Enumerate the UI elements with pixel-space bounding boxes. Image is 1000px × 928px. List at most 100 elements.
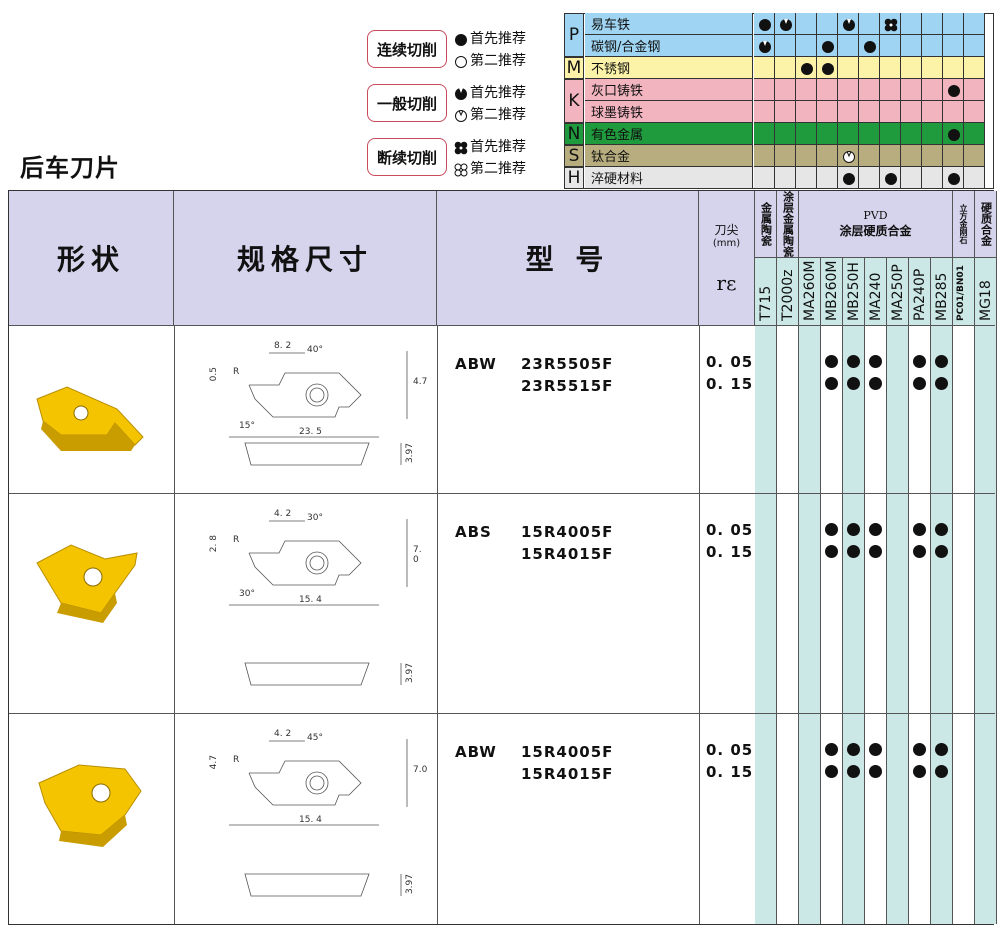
dimension-label: R	[233, 367, 240, 377]
recommendation-dot-icon	[869, 765, 882, 778]
material-cell	[754, 167, 775, 189]
grade-header-cell	[953, 257, 975, 325]
recommendation-dot-icon	[913, 743, 926, 756]
column-divider	[174, 325, 175, 493]
column-divider	[699, 493, 700, 713]
dimension-label: 45°	[307, 733, 323, 743]
legend-general-text: 首先推荐 第二推荐	[454, 82, 526, 126]
material-cell	[922, 35, 943, 57]
material-label: 灰口铸铁	[585, 79, 753, 101]
column-divider	[437, 493, 438, 713]
material-cell	[796, 145, 817, 167]
radius-value: 0. 15	[706, 375, 754, 393]
grade-column	[953, 257, 975, 924]
column-divider	[699, 713, 700, 924]
grade-column	[843, 257, 865, 924]
recommendation-dot-icon	[825, 545, 838, 558]
radius-value: 0. 05	[706, 353, 754, 371]
solid-mark-icon	[821, 61, 835, 75]
clover-icon	[454, 140, 468, 155]
material-cell	[817, 101, 838, 123]
material-cell	[922, 167, 943, 189]
grade-label: MB260M	[824, 260, 840, 321]
grade-label: MA250P	[890, 264, 906, 321]
solid-dot-icon	[454, 32, 468, 46]
dimension-label: 2. 8	[209, 535, 219, 553]
recommendation-dot-icon	[935, 765, 948, 778]
material-cell	[754, 57, 775, 79]
material-cell	[838, 57, 859, 79]
solid-mark-icon	[758, 17, 772, 31]
material-cell	[922, 145, 943, 167]
grade-label: PA240P	[912, 268, 928, 321]
column-divider	[437, 713, 438, 924]
material-cell	[880, 145, 901, 167]
material-cell	[838, 35, 859, 57]
dimension-label: 30°	[307, 513, 323, 523]
material-cell	[922, 101, 943, 123]
material-label: 有色金属	[585, 123, 753, 145]
material-cell	[922, 123, 943, 145]
grade-group-header: 硬质合金	[975, 191, 997, 257]
grade-group-header: 涂层金属陶瓷	[777, 191, 799, 257]
material-cell	[880, 35, 901, 57]
material-cell	[943, 13, 964, 35]
material-cell	[859, 101, 880, 123]
material-cell	[754, 101, 775, 123]
dimension-label: 8. 2	[274, 341, 292, 351]
header-radius: 刀尖 (mm) rε	[699, 191, 755, 325]
notched-hollow-icon	[454, 108, 468, 122]
recommendation-dot-icon	[847, 765, 860, 778]
material-label: 不锈钢	[585, 57, 753, 79]
clover-hollow-icon	[454, 162, 468, 177]
dimension-label: 15. 4	[299, 815, 322, 825]
grade-header-cell	[843, 257, 865, 325]
recommendation-dot-icon	[869, 743, 882, 756]
material-cell	[901, 35, 922, 57]
material-cell	[943, 35, 964, 57]
dimension-label: 40°	[307, 345, 323, 355]
material-cell	[838, 123, 859, 145]
dimension-label: 7.0	[413, 765, 428, 775]
model-prefix: ABW	[455, 355, 497, 373]
dimension-label: 7. 0	[413, 545, 422, 565]
material-cell	[880, 57, 901, 79]
column-divider	[437, 325, 438, 493]
recommendation-dot-icon	[847, 545, 860, 558]
dimension-label: 4. 2	[274, 729, 292, 739]
grade-column	[887, 257, 909, 924]
solid-mark-icon	[821, 39, 835, 53]
grade-header-cell	[909, 257, 931, 325]
clover-mark-icon	[884, 17, 898, 32]
dimension-label: R	[233, 535, 240, 545]
radius-value: 0. 15	[706, 543, 754, 561]
recommendation-dot-icon	[825, 523, 838, 536]
solid-mark-icon	[842, 171, 856, 185]
material-cell	[775, 145, 796, 167]
column-divider	[174, 493, 175, 713]
material-cell	[964, 167, 985, 189]
material-label: 淬硬材料	[585, 167, 753, 189]
material-cell	[754, 145, 775, 167]
grade-group-label: 金属陶瓷	[759, 202, 773, 246]
model-prefix: ABS	[455, 523, 492, 541]
model-code: 15R4015F	[521, 545, 614, 563]
recommendation-dot-icon	[935, 743, 948, 756]
model-code: 23R5505F	[521, 355, 614, 373]
material-cell	[796, 35, 817, 57]
legend-general-cutting: 一般切削	[367, 84, 447, 122]
grade-label: T715	[758, 285, 774, 321]
material-cell	[943, 57, 964, 79]
solid-mark-icon	[884, 171, 898, 185]
hollownotch-mark-icon	[842, 149, 856, 163]
grade-header-cell	[755, 257, 777, 325]
material-cell	[796, 79, 817, 101]
recommendation-dot-icon	[825, 377, 838, 390]
recommendation-dot-icon	[847, 355, 860, 368]
grade-label: PC01/BN01	[956, 265, 966, 321]
header-shape: 形状	[9, 191, 174, 325]
grade-label: MA260M	[802, 260, 818, 321]
notch-mark-icon	[758, 39, 772, 53]
